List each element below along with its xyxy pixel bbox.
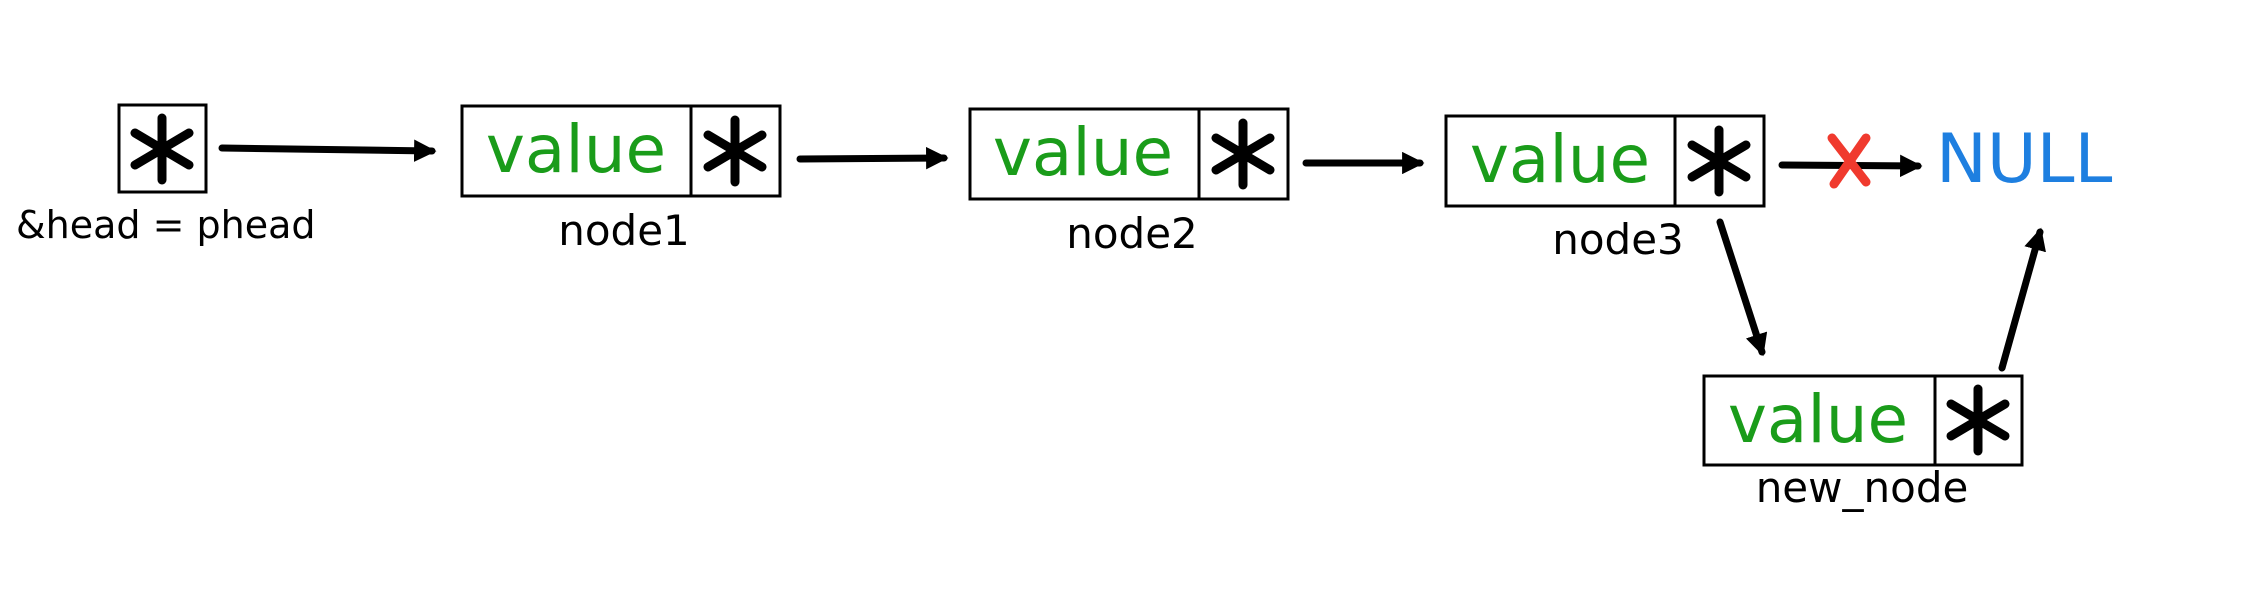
node2-value: value — [993, 114, 1173, 191]
null-label: NULL — [1936, 120, 2113, 199]
arrow-node3-to-new-node — [1716, 218, 1768, 357]
cross-mark-icon — [1827, 133, 1871, 189]
node3-value: value — [1470, 121, 1650, 198]
node1-value: value — [486, 111, 666, 188]
head-label: &head = phead — [16, 203, 316, 247]
new-node-name: new_node — [1756, 463, 1969, 512]
node2-box: value — [968, 107, 1290, 201]
arrow-node1-to-node2 — [796, 146, 949, 170]
node3-name: node3 — [1552, 215, 1684, 264]
asterisk-pointer-icon — [1946, 384, 2010, 456]
node3-box: value — [1444, 114, 1766, 208]
arrow-new-node-to-null — [1998, 227, 2046, 372]
new-node-box: value — [1702, 374, 2024, 467]
asterisk-pointer-icon — [130, 113, 194, 185]
head-pointer-box — [117, 103, 208, 194]
asterisk-pointer-icon — [703, 115, 767, 187]
asterisk-pointer-icon — [1211, 118, 1275, 190]
arrow-head-to-node1 — [218, 139, 437, 162]
node1-box: value — [460, 104, 782, 198]
new-node-value: value — [1728, 381, 1908, 458]
asterisk-pointer-icon — [1687, 125, 1751, 197]
node1-name: node1 — [558, 206, 690, 255]
node2-name: node2 — [1066, 209, 1198, 258]
